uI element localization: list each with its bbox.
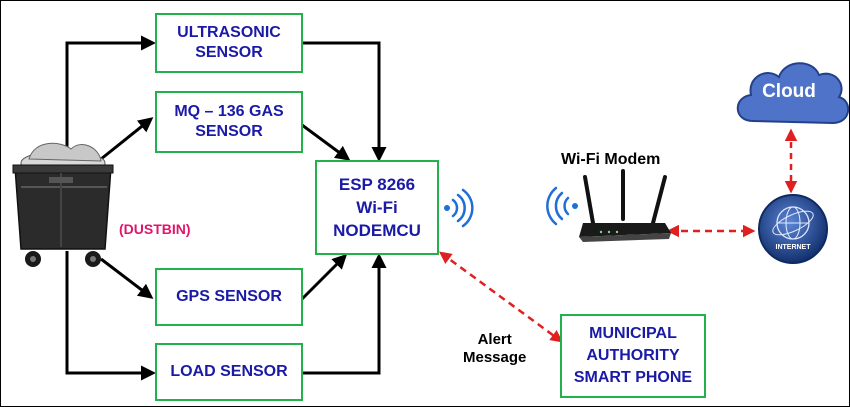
esp8266-nodemcu-box: ESP 8266 Wi-Fi NODEMCU: [315, 160, 439, 255]
authority-line2: AUTHORITY: [586, 347, 680, 364]
load-sensor-label: LOAD SENSOR: [170, 363, 288, 380]
authority-line1: MUNICIPAL: [589, 325, 677, 342]
wifi-modem-label: Wi-Fi Modem: [561, 151, 661, 168]
arrow-to-load: [65, 251, 156, 381]
gas-sensor-line2: SENSOR: [195, 123, 263, 140]
ultrasonic-sensor-line2: SENSOR: [195, 44, 263, 61]
arrow-to-ultrasonic: [65, 35, 156, 169]
arrow-to-gas: [100, 117, 154, 161]
load-sensor-box: LOAD SENSOR: [155, 343, 303, 401]
alert-message-label: Alert Message: [463, 331, 526, 367]
gps-sensor-label: GPS SENSOR: [176, 288, 282, 305]
arrow-ultrasonic-to-esp: [302, 41, 387, 162]
gps-sensor-box: GPS SENSOR: [155, 268, 303, 326]
cloud-label: Cloud: [762, 81, 816, 102]
wifi-waves-icon: [444, 188, 474, 228]
alert-line2: Message: [463, 349, 527, 366]
gas-sensor-line1: MQ – 136 GAS: [174, 103, 284, 120]
arrow-to-gps: [100, 257, 154, 299]
arrow-load-to-esp: [302, 253, 387, 375]
link-esp-to-smartphone: [438, 251, 564, 343]
esp-line1: ESP 8266: [338, 175, 416, 194]
arrow-gas-to-esp: [301, 123, 351, 161]
ultrasonic-sensor-line1: ULTRASONIC: [177, 24, 281, 41]
dustbin-label: (DUSTBIN): [119, 221, 191, 237]
dustbin-icon: [12, 142, 114, 267]
cloud-icon: [736, 62, 849, 125]
authority-line3: SMART PHONE: [573, 369, 693, 386]
esp-line2: Wi-Fi: [356, 198, 398, 217]
ultrasonic-sensor-box: ULTRASONIC SENSOR: [155, 13, 303, 73]
arrow-gps-to-esp: [300, 253, 348, 301]
esp-line3: NODEMCU: [333, 221, 421, 240]
router-icon: [546, 169, 671, 242]
internet-globe-icon: [758, 194, 828, 264]
alert-line1: Alert: [477, 331, 512, 348]
municipal-authority-box: MUNICIPAL AUTHORITY SMART PHONE: [560, 314, 706, 398]
internet-label: INTERNET: [775, 244, 811, 251]
gas-sensor-box: MQ – 136 GAS SENSOR: [155, 91, 303, 153]
